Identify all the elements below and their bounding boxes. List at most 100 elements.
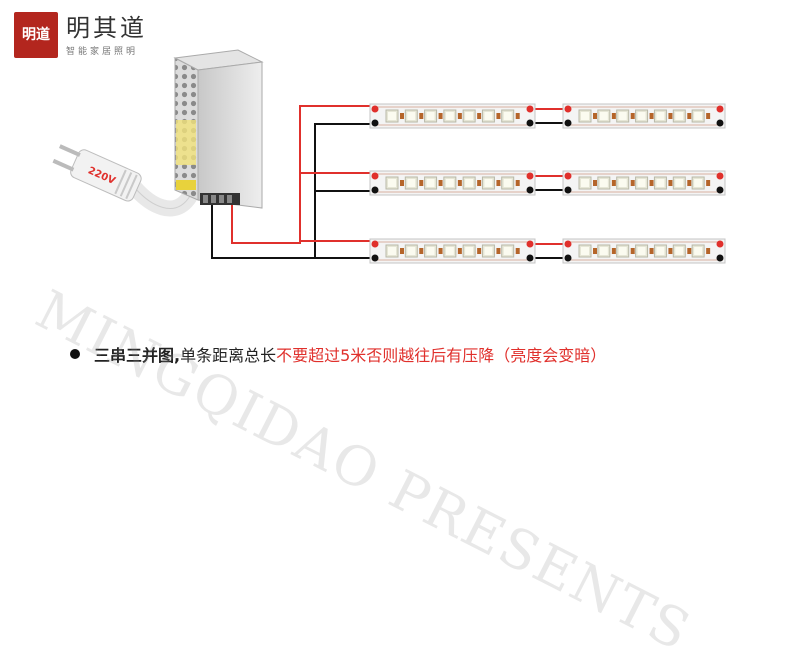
resistor	[419, 248, 424, 254]
negative-pad	[371, 186, 379, 194]
led-lens	[484, 112, 493, 120]
led-strip-array	[369, 103, 726, 264]
resistor	[400, 113, 404, 119]
led-lens	[656, 179, 665, 187]
led-lens	[503, 247, 512, 255]
brand-logo: 明道 明其道 智能家居照明	[14, 12, 147, 58]
led-lens	[694, 179, 703, 187]
caption-normal: 单条距离总长	[180, 346, 277, 365]
positive-pad	[564, 240, 572, 248]
resistor	[457, 248, 462, 254]
led-strip	[562, 238, 726, 264]
resistor	[649, 180, 654, 186]
positive-pad	[371, 240, 379, 248]
led-lens	[426, 179, 435, 187]
led-lens	[694, 247, 703, 255]
resistor	[649, 248, 654, 254]
positive-pad	[526, 172, 534, 180]
led-lens	[445, 112, 454, 120]
resistor	[611, 248, 616, 254]
led-lens	[637, 112, 646, 120]
led-lens	[388, 112, 396, 120]
led-lens	[484, 247, 493, 255]
led-lens	[656, 247, 665, 255]
resistor	[438, 180, 443, 186]
led-lens	[445, 179, 454, 187]
caption-line: 三串三并图, 单条距离总长 不要超过5米否则越往后有压降（亮度会变暗）	[70, 342, 606, 366]
led-lens	[581, 179, 589, 187]
led-lens	[407, 247, 416, 255]
power-supply	[173, 49, 264, 209]
negative-pad	[526, 186, 534, 194]
resistor	[593, 113, 597, 119]
led-lens	[618, 112, 627, 120]
negative-pad	[526, 119, 534, 127]
led-lens	[388, 179, 396, 187]
resistor	[496, 248, 501, 254]
resistor	[687, 180, 692, 186]
led-lens	[637, 247, 646, 255]
watermark-text: MINGQIDAO PRESENTS	[26, 278, 702, 663]
led-lens	[484, 179, 493, 187]
negative-pad	[564, 254, 572, 262]
resistor	[630, 248, 635, 254]
positive-pad	[716, 105, 724, 113]
led-lens	[581, 247, 589, 255]
resistor	[687, 113, 692, 119]
resistor	[668, 113, 673, 119]
wiring-diagram: 220V	[52, 49, 726, 264]
negative-pad	[564, 119, 572, 127]
positive-pad	[716, 172, 724, 180]
led-lens	[445, 247, 454, 255]
led-strip	[562, 103, 726, 129]
caption-bold: 三串三并图,	[94, 346, 181, 365]
wire-bundle	[211, 105, 563, 259]
led-strip	[562, 170, 726, 196]
resistor	[687, 248, 692, 254]
led-lens	[675, 179, 684, 187]
positive-pad	[564, 172, 572, 180]
resistor	[668, 248, 673, 254]
negative-pad	[371, 254, 379, 262]
brand-name: 明其道	[66, 13, 147, 42]
resistor	[419, 180, 424, 186]
resistor	[611, 113, 616, 119]
negative-pad	[716, 186, 724, 194]
resistor	[515, 248, 520, 254]
brand-text: 明其道 智能家居照明	[66, 14, 147, 57]
resistor	[457, 180, 462, 186]
positive-feed-wire	[231, 105, 370, 244]
resistor	[496, 180, 501, 186]
led-lens	[599, 112, 608, 120]
positive-pad	[526, 105, 534, 113]
positive-pad	[564, 105, 572, 113]
led-lens	[465, 247, 474, 255]
resistor	[438, 113, 443, 119]
led-strip	[369, 170, 536, 196]
led-lens	[618, 179, 627, 187]
led-strip	[369, 103, 536, 129]
led-lens	[694, 112, 703, 120]
led-strip	[369, 238, 536, 264]
negative-pad	[526, 254, 534, 262]
led-lens	[426, 112, 435, 120]
resistor	[706, 248, 711, 254]
resistor	[477, 113, 482, 119]
resistor	[477, 180, 482, 186]
negative-pad	[371, 119, 379, 127]
power-plug: 220V	[52, 144, 198, 217]
led-lens	[503, 112, 512, 120]
resistor	[400, 180, 404, 186]
resistor	[438, 248, 443, 254]
led-lens	[581, 112, 589, 120]
positive-pad	[716, 240, 724, 248]
bullet-icon	[70, 349, 80, 359]
resistor	[419, 113, 424, 119]
resistor	[706, 180, 711, 186]
resistor	[477, 248, 482, 254]
resistor	[593, 180, 597, 186]
positive-pad	[526, 240, 534, 248]
positive-pad	[371, 172, 379, 180]
led-lens	[618, 247, 627, 255]
led-lens	[599, 179, 608, 187]
